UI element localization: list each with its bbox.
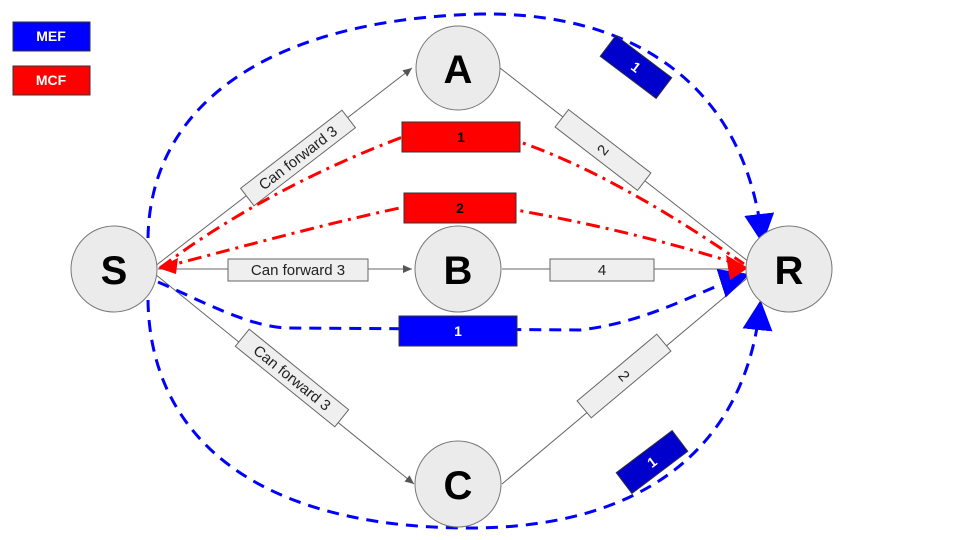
legend-mef-swatch bbox=[12, 21, 91, 52]
svg-text:2: 2 bbox=[456, 200, 464, 216]
svg-text:C: C bbox=[444, 464, 473, 508]
svg-text:R: R bbox=[775, 249, 804, 293]
mcf-top-path bbox=[159, 136, 745, 270]
mef-bottom-arc bbox=[146, 299, 773, 530]
svg-text:Can forward 3: Can forward 3 bbox=[250, 342, 334, 415]
node-c: C bbox=[414, 440, 502, 528]
mcf-arrowhead bbox=[726, 255, 748, 280]
svg-text:Can forward 3: Can forward 3 bbox=[256, 123, 341, 194]
legend-mcf-swatch bbox=[12, 65, 91, 96]
edge-label-c-r: 2 bbox=[576, 333, 672, 419]
legend-mcf-label: MCF bbox=[36, 72, 67, 88]
svg-text:Can forward 3: Can forward 3 bbox=[251, 262, 345, 279]
legend: MEF MCF bbox=[12, 21, 91, 96]
mcf-mid-path bbox=[159, 205, 745, 270]
svg-text:1: 1 bbox=[457, 129, 465, 145]
legend-mef-label: MEF bbox=[36, 28, 66, 44]
edge-label-a-r: 2 bbox=[554, 108, 652, 192]
mef-flow-box-bottom: 1 bbox=[615, 429, 689, 495]
mcf-flow-box-top: 1 bbox=[401, 121, 521, 153]
mef-mid-path bbox=[157, 268, 750, 332]
mcf-source-arrow bbox=[158, 258, 178, 274]
mef-top-arc bbox=[146, 12, 775, 244]
svg-text:B: B bbox=[444, 249, 473, 293]
svg-text:4: 4 bbox=[598, 262, 606, 279]
svg-text:S: S bbox=[101, 249, 128, 293]
node-b: B bbox=[414, 225, 502, 313]
node-r: R bbox=[745, 225, 833, 313]
mef-flow-box-top: 1 bbox=[599, 34, 673, 100]
svg-text:A: A bbox=[444, 48, 473, 92]
mef-flow-box-mid: 1 bbox=[398, 315, 518, 347]
node-s: S bbox=[70, 225, 158, 313]
svg-text:1: 1 bbox=[454, 323, 462, 339]
edge-label-s-a: Can forward 3 bbox=[239, 109, 357, 207]
edge-label-s-b: Can forward 3 bbox=[227, 258, 369, 282]
edge-label-s-c: Can forward 3 bbox=[234, 328, 350, 428]
node-a: A bbox=[415, 25, 501, 111]
mcf-flow-box-mid: 2 bbox=[403, 192, 517, 224]
edge-label-b-r: 4 bbox=[549, 258, 655, 282]
